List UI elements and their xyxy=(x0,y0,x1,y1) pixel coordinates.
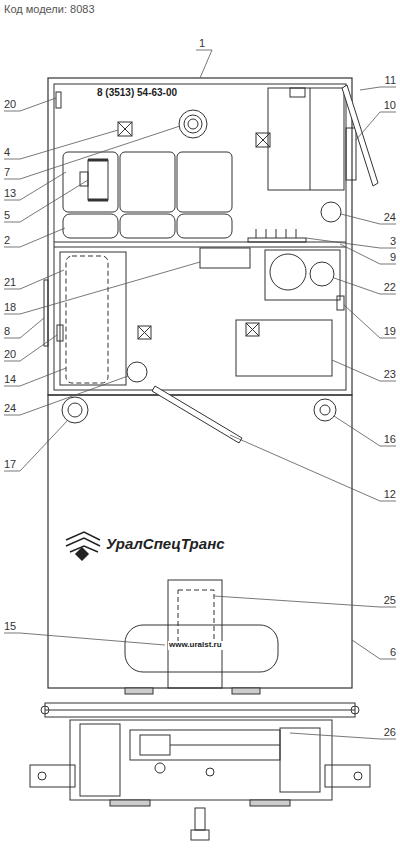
callout-number: 6 xyxy=(390,646,396,658)
callout-number: 11 xyxy=(385,74,396,86)
callout-number: 1 xyxy=(199,37,205,49)
callout-number: 25 xyxy=(384,594,396,606)
phone-number: 8 (3513) 54-63-00 xyxy=(97,87,177,98)
brand-logo: УралСпецТранс xyxy=(106,536,225,553)
callout-number: 2 xyxy=(4,234,10,246)
callout-number: 14 xyxy=(4,373,16,385)
callout-number: 24 xyxy=(4,402,16,414)
callout-number: 15 xyxy=(4,620,16,632)
callout-number: 8 xyxy=(4,325,10,337)
callout-number: 19 xyxy=(384,325,396,337)
callout-number: 9 xyxy=(390,251,396,263)
callout-number: 21 xyxy=(4,276,16,288)
callout-number: 17 xyxy=(4,458,16,470)
callout-number: 13 xyxy=(4,187,16,199)
callout-number: 10 xyxy=(384,99,396,111)
callout-number: 23 xyxy=(384,368,396,380)
callout-number: 4 xyxy=(4,146,10,158)
callout-number: 18 xyxy=(4,301,16,313)
callout-number: 22 xyxy=(384,281,396,293)
callout-number: 7 xyxy=(4,166,10,178)
callout-number: 16 xyxy=(384,433,396,445)
callout-number: 5 xyxy=(4,209,10,221)
callout-number: 20 xyxy=(4,348,16,360)
model-code: Код модели: 8083 xyxy=(4,3,95,15)
callout-number: 3 xyxy=(390,235,396,247)
website: www.uralst.ru xyxy=(168,641,223,650)
callout-number: 20 xyxy=(4,98,16,110)
callout-number: 12 xyxy=(384,488,396,500)
callout-number: 24 xyxy=(384,211,396,223)
callout-number: 26 xyxy=(384,726,396,738)
